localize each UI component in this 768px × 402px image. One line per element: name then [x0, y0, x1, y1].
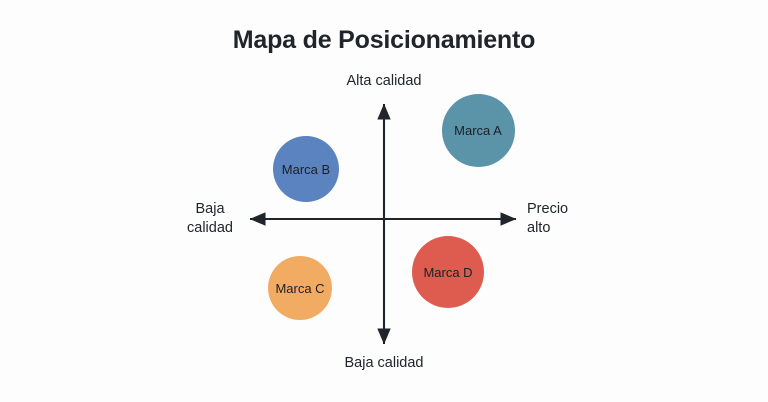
axis-label-top: Alta calidad [346, 73, 422, 89]
bubble-label: Marca B [281, 161, 331, 177]
axis-label-left: Baja calidad [187, 201, 233, 237]
page-title: Mapa de Posicionamiento [232, 26, 536, 54]
bubble-marca-c[interactable]: Marca C [268, 256, 332, 320]
axis-label-right: Precio alto [527, 201, 569, 237]
bubble-label: Marca A [454, 122, 502, 138]
bubble-marca-d[interactable]: Marca D [412, 236, 484, 308]
bubble-marca-a[interactable]: Marca A [441, 93, 515, 167]
bubble-label: Marca D [423, 264, 473, 280]
axis-label-bottom: Baja calidad [344, 355, 424, 371]
bubble-marca-b[interactable]: Marca B [273, 136, 339, 202]
bubble-label: Marca C [275, 280, 325, 296]
